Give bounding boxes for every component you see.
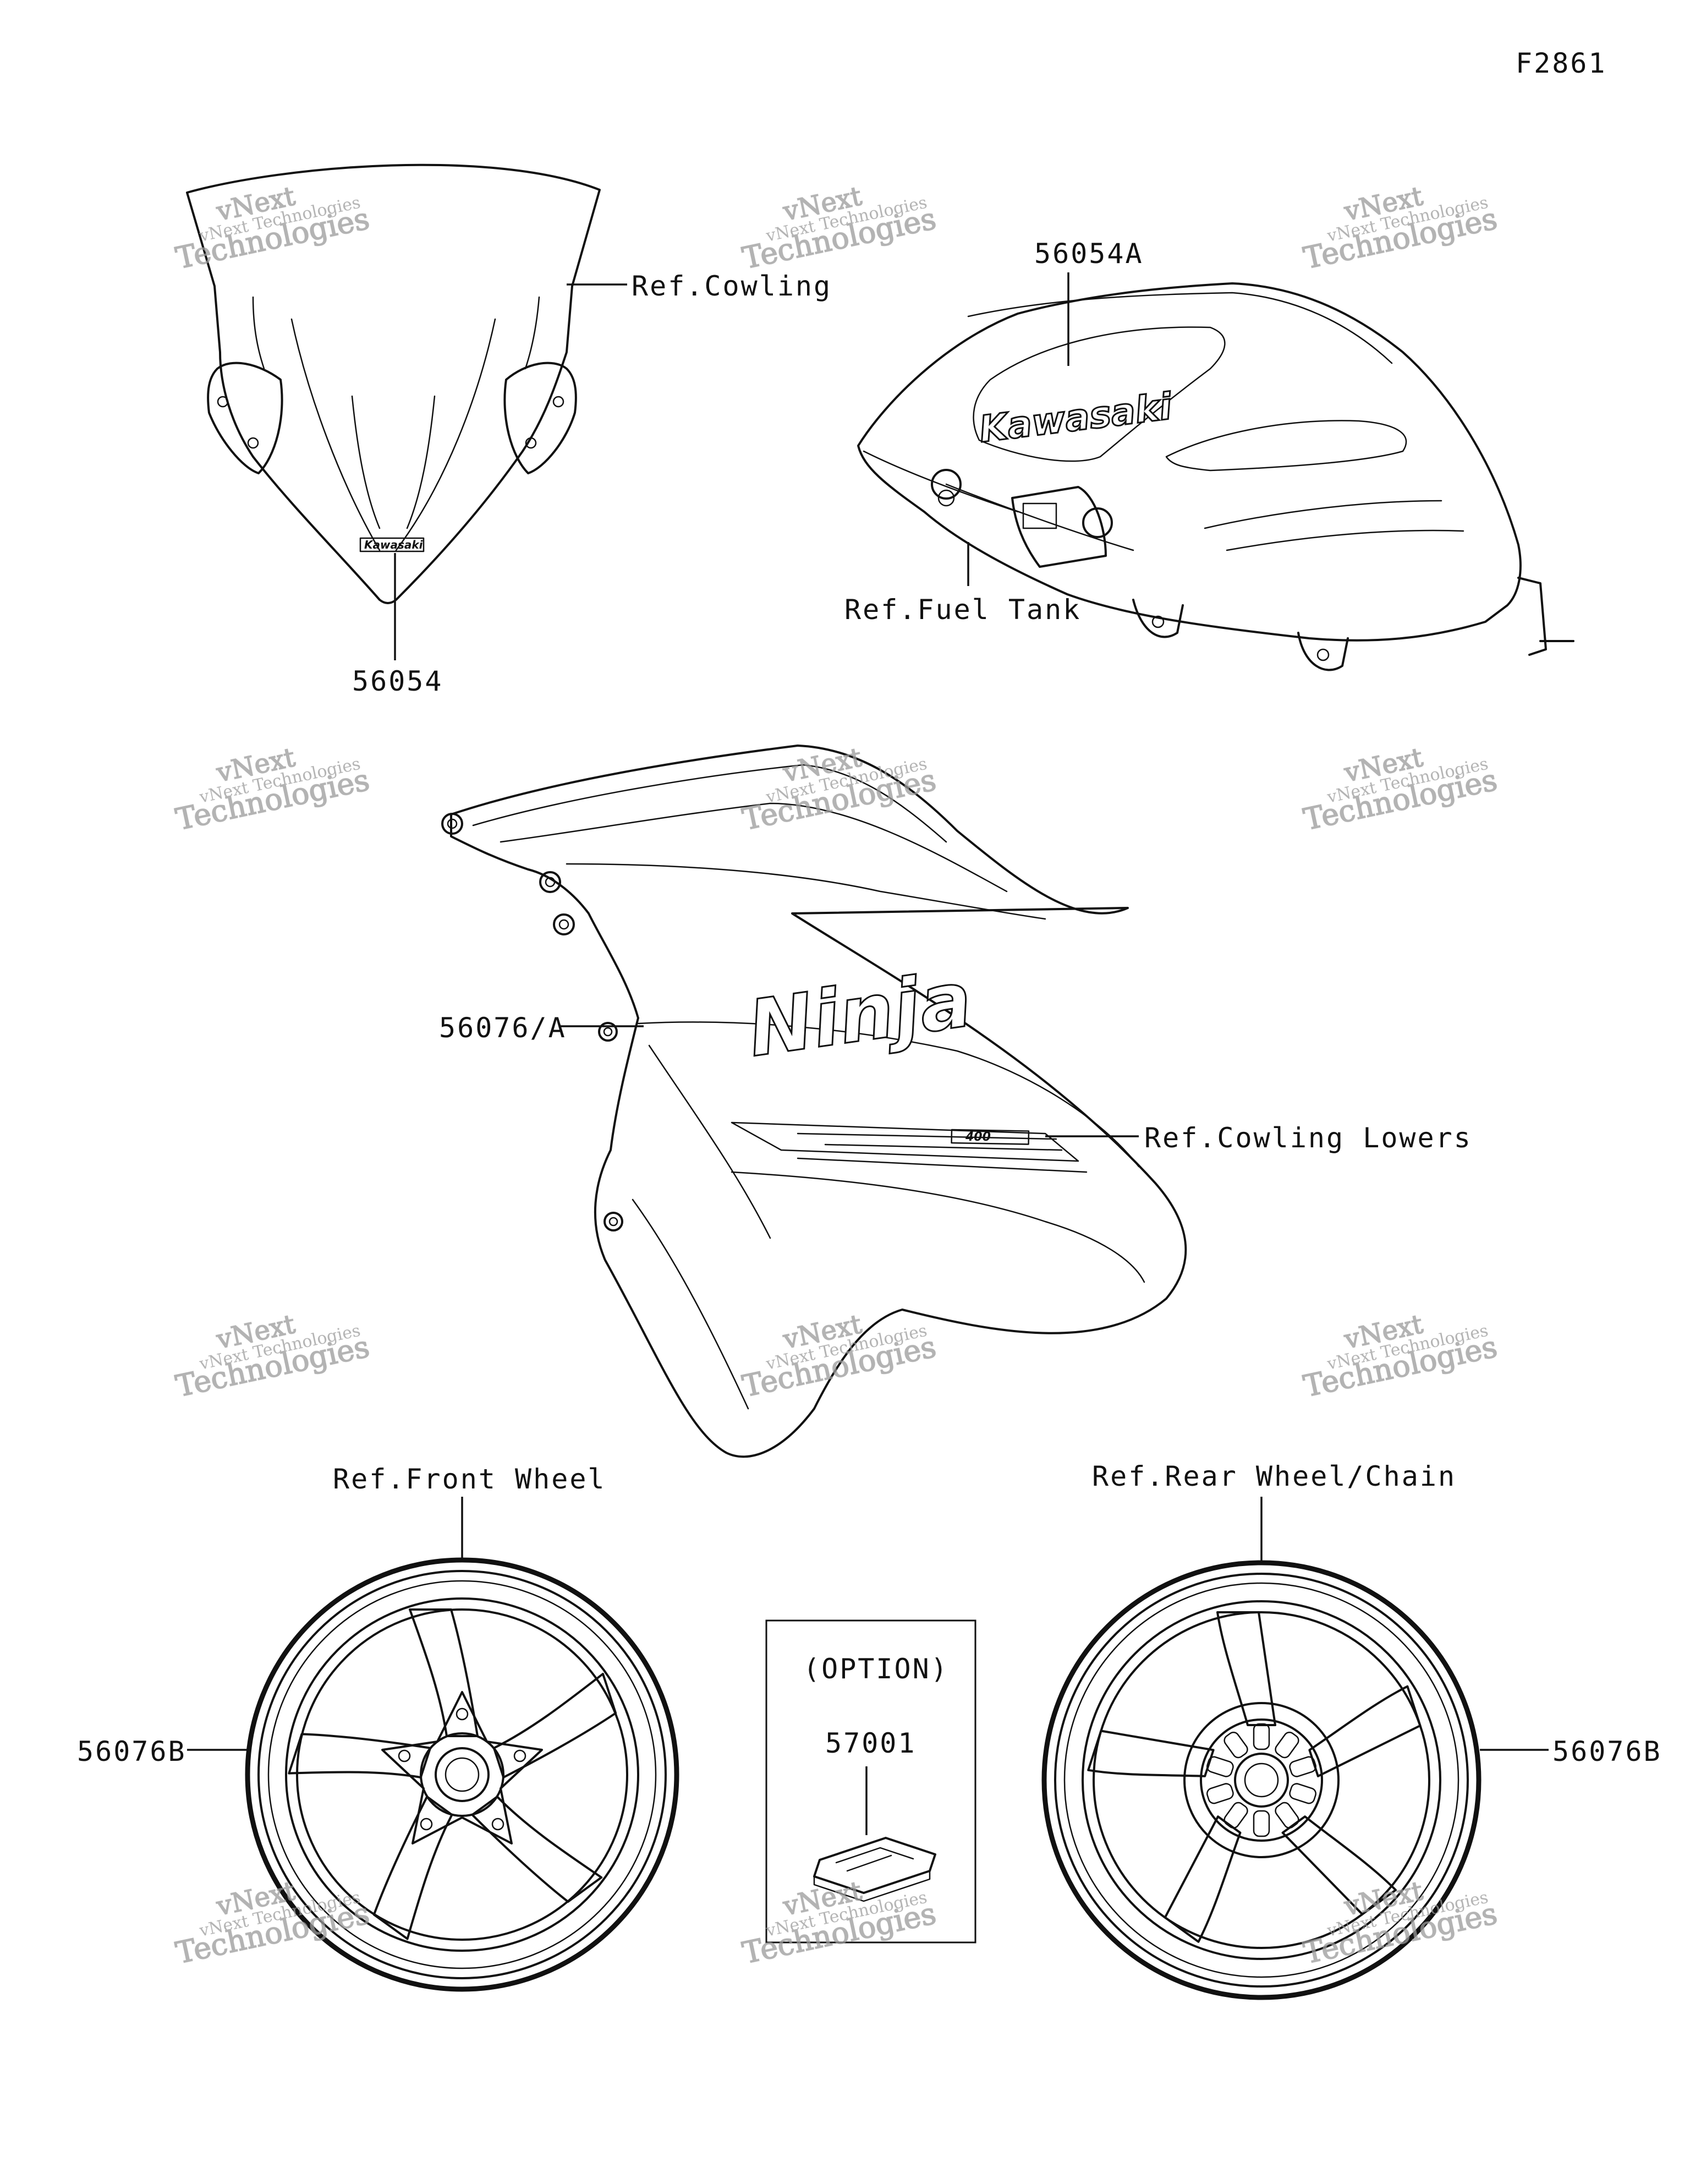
cowling-model: 400 bbox=[965, 1130, 991, 1144]
clip-part-drawing bbox=[813, 1837, 936, 1902]
windshield-logo: Kawasaki bbox=[364, 538, 424, 551]
watermark: vNext vNext Technologies Technologies bbox=[739, 180, 939, 276]
callout-rear-56076B: 56076B bbox=[1552, 1736, 1662, 1767]
watermark: vNext vNext Technologies Technologies bbox=[739, 742, 939, 838]
option-box: (OPTION) 57001 bbox=[765, 1619, 976, 1944]
callout-56076-A: 56076/A bbox=[439, 1012, 567, 1044]
callout-front-56076B: 56076B bbox=[77, 1736, 186, 1767]
callout-ref-front-wheel: Ref.Front Wheel bbox=[333, 1463, 606, 1495]
callout-ref-rear-wheel-chain: Ref.Rear Wheel/Chain bbox=[1092, 1460, 1456, 1492]
callout-56054: 56054 bbox=[352, 665, 443, 697]
watermark: vNext vNext Technologies Technologies bbox=[172, 1309, 372, 1404]
cowling-logo: Ninja bbox=[743, 955, 977, 1075]
callout-56054A: 56054A bbox=[1034, 238, 1144, 270]
callout-ref-cowling: Ref.Cowling bbox=[632, 270, 832, 302]
watermark-layer: vNext vNext Technologies Technologies vN… bbox=[172, 180, 1500, 1971]
callout-ref-fuel-tank: Ref.Fuel Tank bbox=[844, 594, 1081, 626]
watermark: vNext vNext Technologies Technologies bbox=[1300, 180, 1500, 276]
callout-57001: 57001 bbox=[825, 1727, 917, 1759]
watermark: vNext vNext Technologies Technologies bbox=[1300, 742, 1500, 838]
windshield-drawing: Kawasaki bbox=[186, 163, 601, 604]
watermark: vNext vNext Technologies Technologies bbox=[172, 742, 372, 838]
tank-logo: Kawasaki bbox=[977, 385, 1175, 451]
option-label: (OPTION) bbox=[803, 1653, 949, 1685]
watermark: vNext vNext Technologies Technologies bbox=[1300, 1309, 1500, 1404]
callout-ref-cowling-lowers: Ref.Cowling Lowers bbox=[1144, 1122, 1472, 1154]
watermark: vNext vNext Technologies Technologies bbox=[172, 1875, 372, 1971]
figure-id: F2861 bbox=[1516, 47, 1607, 79]
